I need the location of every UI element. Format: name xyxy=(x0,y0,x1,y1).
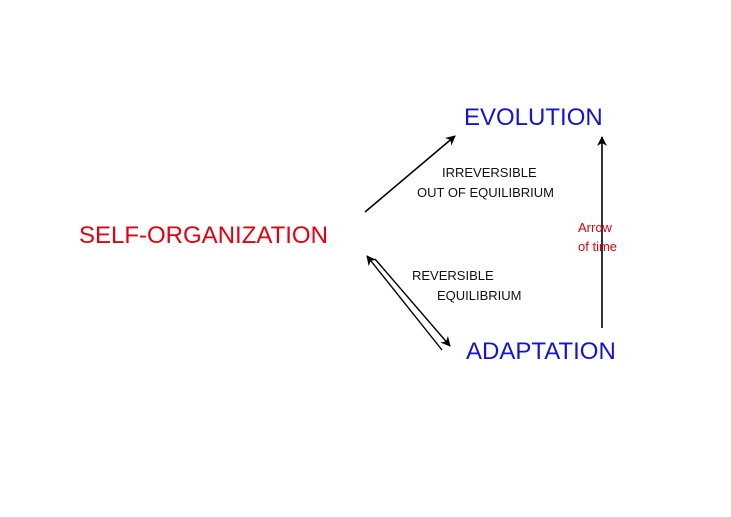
node-evolution: EVOLUTION xyxy=(464,104,603,131)
node-adaptation: ADAPTATION xyxy=(466,338,616,365)
arrow-of-time-line2: of time xyxy=(578,239,618,254)
irreversible-label-line2: OUT OF EQUILIBRIUM xyxy=(417,185,554,200)
arrow-of-time-label: Arrow of time xyxy=(578,218,617,256)
reversible-label-line2: EQUILIBRIUM xyxy=(437,288,522,303)
reversible-label-line1: REVERSIBLE xyxy=(412,268,494,283)
node-self-organization: SELF-ORGANIZATION xyxy=(79,222,328,249)
reversible-label: REVERSIBLE EQUILIBRIUM xyxy=(412,266,522,306)
arrow-of-time-line1: Arrow xyxy=(578,220,612,235)
irreversible-label-line1: IRREVERSIBLE xyxy=(442,165,537,180)
irreversible-label: IRREVERSIBLE OUT OF EQUILIBRIUM xyxy=(417,163,554,203)
